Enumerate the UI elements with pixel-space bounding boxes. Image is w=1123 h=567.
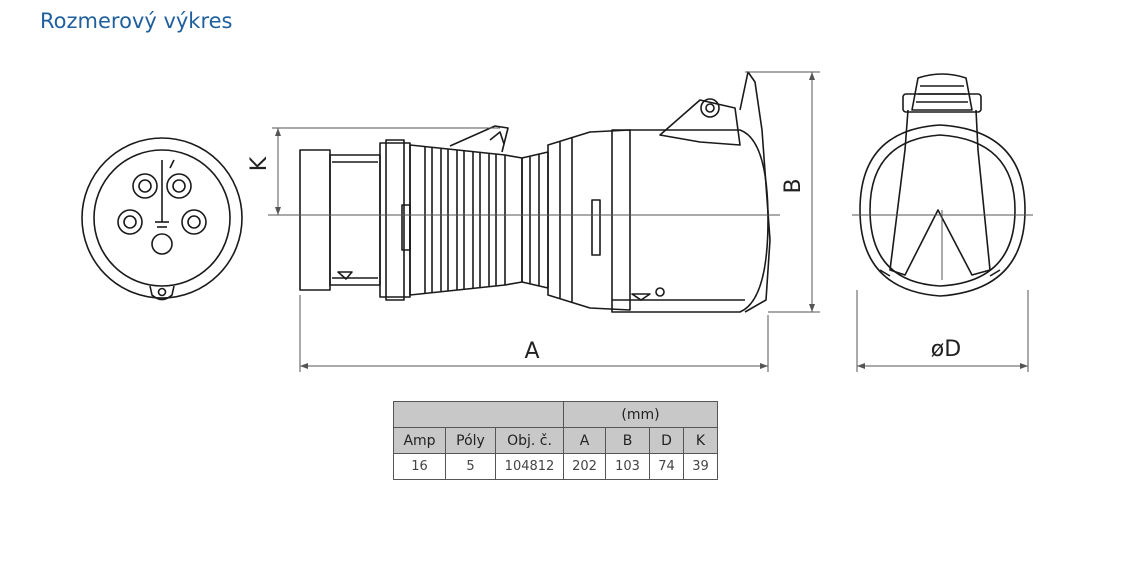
cell-k: 39 (683, 453, 718, 480)
cell-b: 103 (605, 453, 650, 480)
lid-view (859, 73, 1026, 297)
cell-obj: 104812 (495, 453, 564, 480)
front-view (81, 137, 243, 301)
column-header-obj: Obj. č. (495, 427, 564, 454)
dim-label-k: K (247, 156, 272, 171)
cell-a: 202 (563, 453, 606, 480)
cell-poly: 5 (445, 453, 496, 480)
page-title: Rozmerový výkres (40, 9, 233, 33)
side-view (299, 71, 771, 313)
column-header-a: A (563, 427, 606, 454)
cell-amp: 16 (393, 453, 446, 480)
technical-drawing: K B A øD (81, 71, 1033, 372)
column-header-amp: Amp (393, 427, 446, 454)
table-column-row: Amp Póly Obj. č. A B D K (393, 427, 718, 454)
table-header-row: (mm) (393, 401, 718, 428)
table-unit-header: (mm) (563, 401, 718, 428)
dim-label-d: øD (931, 337, 961, 362)
column-header-d: D (649, 427, 684, 454)
dim-label-a: A (524, 339, 539, 364)
table-header-blank (393, 401, 564, 428)
column-header-b: B (605, 427, 650, 454)
cell-d: 74 (649, 453, 684, 480)
table-row: 16 5 104812 202 103 74 39 (393, 453, 718, 480)
dimensions-table: (mm) Amp Póly Obj. č. A B D K 16 5 10481… (393, 401, 718, 480)
column-header-poly: Póly (445, 427, 496, 454)
column-header-k: K (683, 427, 718, 454)
dim-label-b: B (781, 178, 806, 193)
